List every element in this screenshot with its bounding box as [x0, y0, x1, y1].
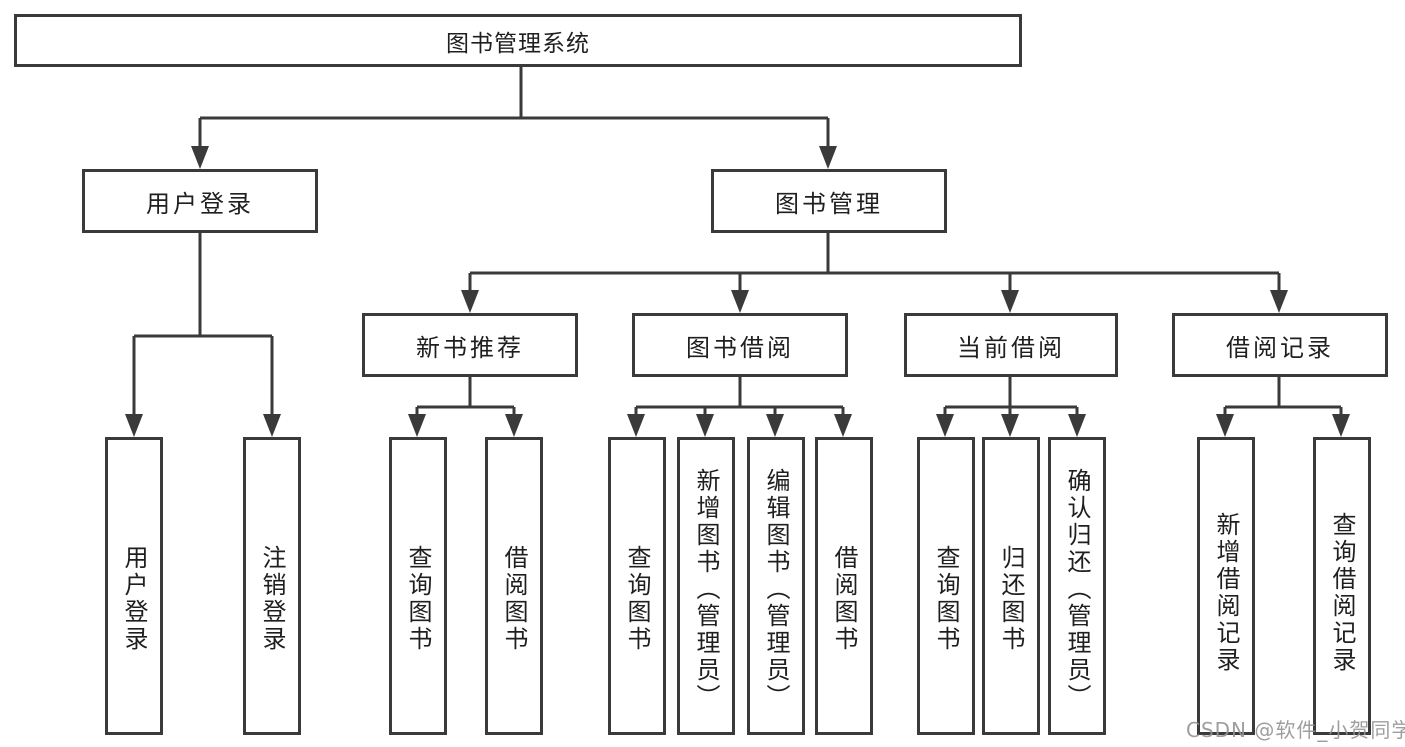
- leaf-borrowing-query-books: 查询图书: [608, 437, 666, 735]
- node-book-management: 图书管理: [711, 169, 947, 233]
- node-label: 用户登录: [146, 189, 254, 218]
- node-label: 查询图书: [404, 545, 432, 653]
- node-library-management-system: 图书管理系统: [14, 14, 1022, 67]
- node-label: 用户登录: [120, 545, 148, 653]
- node-label: 图书借阅: [686, 333, 794, 362]
- leaf-confirm-return-admin: 确认归还（管理员）: [1048, 437, 1106, 735]
- arrowhead-icons: [125, 146, 1350, 437]
- node-label: 查询图书: [932, 545, 960, 653]
- node-label: 新增图书（管理员）: [692, 468, 720, 711]
- node-label: 当前借阅: [957, 333, 1065, 362]
- node-label: 图书管理: [775, 189, 883, 218]
- leaf-logout: 注销登录: [243, 437, 301, 735]
- leaf-add-books-admin: 新增图书（管理员）: [677, 437, 735, 735]
- leaf-recommend-borrow-books: 借阅图书: [485, 437, 543, 735]
- node-label: 注销登录: [258, 545, 286, 653]
- leaf-query-borrow-record: 查询借阅记录: [1313, 437, 1371, 735]
- leaf-edit-books-admin: 编辑图书（管理员）: [747, 437, 805, 735]
- csdn-watermark: CSDN @软件_小贺同学: [1186, 718, 1405, 742]
- node-book-borrowing: 图书借阅: [632, 313, 848, 377]
- node-label: 借阅图书: [830, 545, 858, 653]
- leaf-add-borrow-record: 新增借阅记录: [1197, 437, 1255, 735]
- node-label: 新增借阅记录: [1212, 511, 1240, 674]
- node-new-book-recommend: 新书推荐: [362, 313, 578, 377]
- node-label: 图书管理系统: [446, 30, 590, 57]
- node-current-borrowing: 当前借阅: [904, 313, 1118, 377]
- leaf-recommend-query-books: 查询图书: [389, 437, 447, 735]
- leaf-user-login: 用户登录: [105, 437, 163, 735]
- node-label: 归还图书: [997, 545, 1025, 653]
- node-label: 新书推荐: [416, 333, 524, 362]
- node-label: 编辑图书（管理员）: [762, 468, 790, 711]
- leaf-borrowing-borrow-books: 借阅图书: [815, 437, 873, 735]
- node-user-login: 用户登录: [82, 169, 318, 233]
- node-label: 确认归还（管理员）: [1063, 468, 1091, 711]
- leaf-current-query-books: 查询图书: [917, 437, 975, 735]
- leaf-return-books: 归还图书: [982, 437, 1040, 735]
- node-label: 借阅记录: [1226, 333, 1334, 362]
- node-borrowing-records: 借阅记录: [1172, 313, 1388, 377]
- node-label: 借阅图书: [500, 545, 528, 653]
- node-label: 查询借阅记录: [1328, 511, 1356, 674]
- node-label: 查询图书: [623, 545, 651, 653]
